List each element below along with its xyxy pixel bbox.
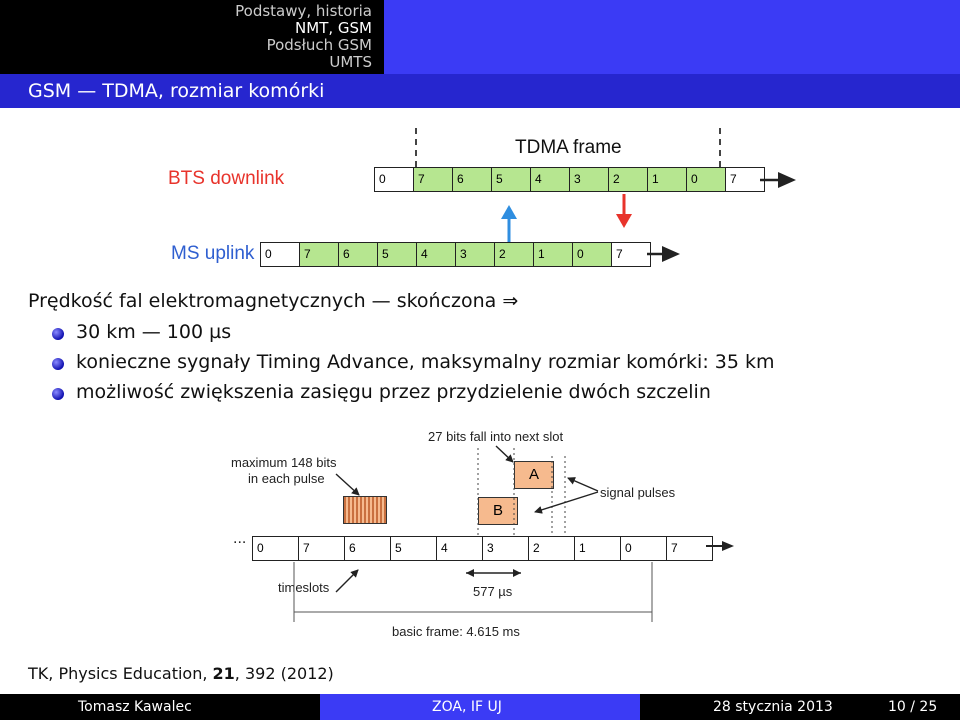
frame-arrow-head-icon: [722, 541, 734, 551]
signal-pulses-label: signal pulses: [600, 485, 676, 500]
bts-slot: 4: [530, 167, 570, 192]
footer-date: 28 stycznia 2013: [713, 699, 833, 715]
frame-slot: 7: [666, 536, 713, 561]
bullet-icon: [52, 388, 64, 400]
ms-slot: 5: [377, 242, 417, 267]
ms-uplink-label: MS uplink: [171, 243, 255, 264]
bts-slot: 1: [647, 167, 687, 192]
reference-volume: 21: [212, 664, 235, 683]
downlink-arrow-down-icon: [616, 214, 632, 228]
signal-pointer-arrow-b: [534, 491, 599, 514]
bts-slot: 3: [569, 167, 609, 192]
bts-downlink-label: BTS downlink: [168, 168, 285, 189]
title-bar: GSM — TDMA, rozmiar komórki: [0, 74, 960, 108]
intro-text: Prędkość fal elektromagnetycznych — skoń…: [28, 290, 519, 312]
bts-slot: 0: [374, 167, 414, 192]
signal-pointer-arrow-a: [567, 477, 599, 492]
bts-slot-row: 0 7 6 5 4 3 2 1 0 7: [374, 167, 765, 192]
bullet-text: możliwość zwiększenia zasięgu przez przy…: [76, 381, 711, 403]
footer: Tomasz Kawalec ZOA, IF UJ 28 stycznia 20…: [0, 694, 960, 720]
footer-author: Tomasz Kawalec: [78, 699, 192, 715]
fall-into-next-slot-label: 27 bits fall into next slot: [428, 429, 564, 444]
arrow-right-icon: [513, 569, 521, 577]
bts-slot: 2: [608, 167, 648, 192]
bts-slot: 5: [491, 167, 531, 192]
frame-slot: 2: [528, 536, 575, 561]
ms-arrow-head-icon: [662, 246, 680, 262]
ellipsis: ...: [233, 530, 247, 547]
footer-date-box: 28 stycznia 2013 10 / 25: [640, 694, 960, 720]
ms-slot: 7: [611, 242, 651, 267]
reference: TK, Physics Education, 21, 392 (2012): [28, 664, 334, 683]
header: Podstawy, historia NMT, GSM Podsłuch GSM…: [0, 0, 960, 74]
ms-slot: 4: [416, 242, 456, 267]
frame-slot: 7: [298, 536, 345, 561]
pulse-b: B: [478, 497, 518, 525]
fall-pointer-arrow: [495, 445, 514, 463]
timeslots-label: timeslots: [278, 580, 330, 595]
bts-arrow-head-icon: [778, 172, 796, 188]
footer-institute-box: ZOA, IF UJ: [320, 694, 640, 720]
footer-institute: ZOA, IF UJ: [432, 699, 502, 715]
bullet-icon: [52, 358, 64, 370]
timeslots-pointer-arrow: [335, 569, 359, 593]
pulse-a: A: [514, 461, 554, 489]
uplink-arrow-up-icon: [501, 205, 517, 219]
slide-title: GSM — TDMA, rozmiar komórki: [28, 80, 325, 102]
frame-slot: 1: [574, 536, 621, 561]
bts-slot: 7: [725, 167, 765, 192]
nav-item-nmt-gsm[interactable]: NMT, GSM: [295, 19, 372, 37]
footer-page-number: 10 / 25: [888, 699, 938, 715]
pulse-bits-block: [343, 496, 387, 524]
header-band: [384, 0, 960, 74]
ms-slot: 1: [533, 242, 573, 267]
bts-slot: 6: [452, 167, 492, 192]
basic-frame-label: basic frame: 4.615 ms: [392, 624, 520, 639]
basic-frame-slot-row: 0 7 6 5 4 3 2 1 0 7: [252, 536, 713, 561]
header-nav: Podstawy, historia NMT, GSM Podsłuch GSM…: [0, 0, 384, 74]
nav-item-podsluch[interactable]: Podsłuch GSM: [266, 36, 372, 54]
bullet-text: konieczne sygnały Timing Advance, maksym…: [76, 351, 775, 373]
max-bits-pointer-arrow: [335, 473, 360, 496]
nav-item-podstawy[interactable]: Podstawy, historia: [235, 2, 372, 20]
reference-text: TK, Physics Education,: [28, 664, 213, 683]
ms-slot: 6: [338, 242, 378, 267]
arrow-left-icon: [466, 569, 474, 577]
max-bits-label: maximum 148 bits: [231, 455, 337, 470]
ms-slot: 0: [572, 242, 612, 267]
frame-slot: 3: [482, 536, 529, 561]
bullet-text: 30 km — 100 µs: [76, 321, 232, 343]
tdma-frame-label: TDMA frame: [515, 137, 622, 158]
nav-item-umts[interactable]: UMTS: [329, 53, 372, 71]
bullet-icon: [52, 328, 64, 340]
slot-duration-label: 577 µs: [473, 584, 513, 599]
reference-text-end: , 392 (2012): [234, 664, 334, 683]
ms-slot: 3: [455, 242, 495, 267]
footer-author-box: Tomasz Kawalec: [0, 694, 320, 720]
ms-slot-row: 0 7 6 5 4 3 2 1 0 7: [260, 242, 651, 267]
each-pulse-label: in each pulse: [248, 471, 325, 486]
